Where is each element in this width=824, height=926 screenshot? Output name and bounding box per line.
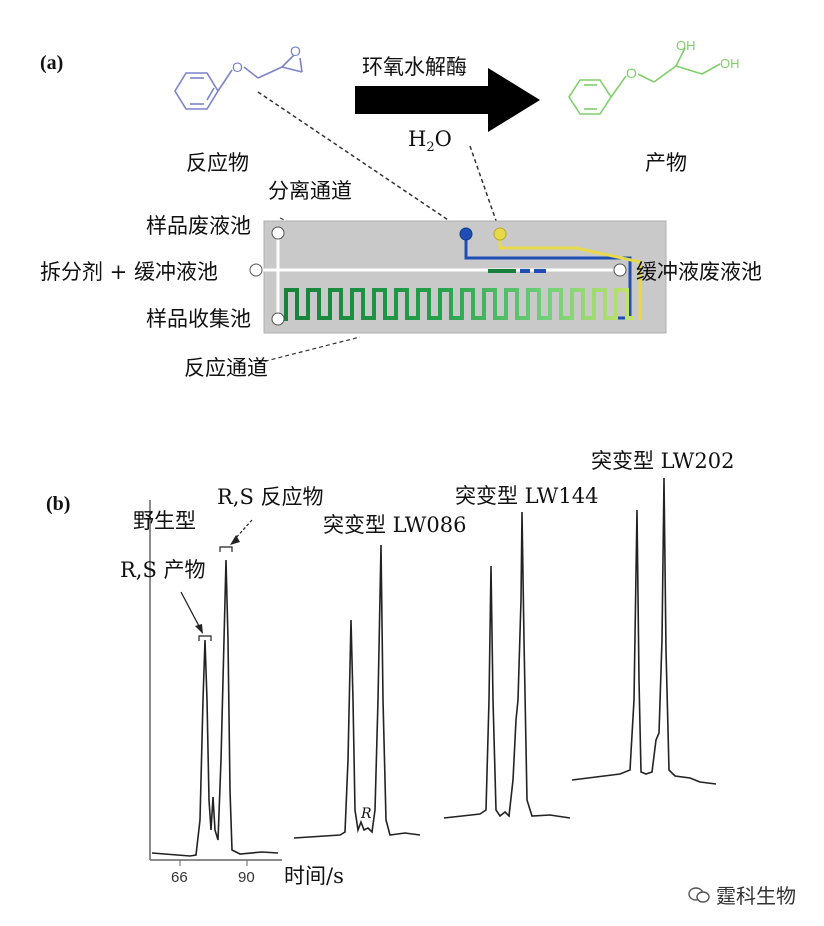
reaction-arrow (355, 68, 540, 132)
x-axis-label: 时间/s (284, 864, 344, 888)
sample-waste-reservoir (271, 226, 285, 240)
reactant-peak-bracket (219, 546, 233, 552)
buffer-waste-reservoir (613, 263, 627, 277)
r-enantiomer-mark: R (361, 806, 372, 822)
svg-text:O: O (290, 43, 301, 59)
rs-reactant-label: R,S 反应物 (217, 485, 324, 509)
rs-product-label: R,S 产物 (120, 558, 206, 582)
watermark-text: 霆科生物 (716, 884, 796, 908)
enzyme-label: 环氧水解酶 (362, 55, 467, 79)
trace-lw086 (293, 544, 421, 839)
watermark: 霆科生物 (688, 880, 796, 909)
product-peak-bracket (198, 635, 212, 641)
oh-label-1: OH (676, 38, 696, 53)
water-label: H2O (408, 127, 452, 156)
trace-lw202 (571, 477, 717, 785)
blue-inlet (459, 227, 473, 241)
svg-text:O: O (232, 59, 243, 75)
reactant-structure (174, 54, 303, 110)
product-label: 产物 (645, 151, 687, 175)
svg-text:O: O (626, 65, 637, 81)
yellow-inlet (493, 227, 507, 241)
sample-collect-label: 样品收集池 (146, 307, 251, 331)
reaction-channel-label: 反应通道 (184, 356, 268, 380)
product-structure (568, 47, 721, 115)
buffer-waste-label: 缓冲液废液池 (636, 260, 762, 284)
wild-type-label: 野生型 (133, 509, 196, 533)
wechat-icon (688, 886, 710, 904)
splitter-buffer-reservoir (249, 263, 263, 277)
mutant-lw144-label: 突变型 LW144 (455, 484, 599, 508)
x-tick-90: 90 (238, 869, 255, 886)
sample-waste-label: 样品废液池 (146, 214, 251, 238)
trace-lw144 (443, 511, 571, 819)
separation-channel-label: 分离通道 (268, 179, 352, 203)
panel-a-label: (a) (40, 52, 64, 74)
x-tick-66: 66 (171, 869, 188, 886)
splitter-buffer-label: 拆分剂 + 缓冲液池 (40, 260, 218, 284)
oh-label-2: OH (720, 56, 740, 71)
trace-wild-type (151, 559, 279, 857)
panel-b-label: (b) (46, 493, 71, 515)
mutant-lw086-label: 突变型 LW086 (323, 513, 467, 537)
reaction-serpentine (278, 288, 634, 321)
sample-collect-reservoir (271, 312, 285, 326)
reactant-label: 反应物 (186, 151, 249, 175)
mutant-lw202-label: 突变型 LW202 (591, 449, 735, 473)
